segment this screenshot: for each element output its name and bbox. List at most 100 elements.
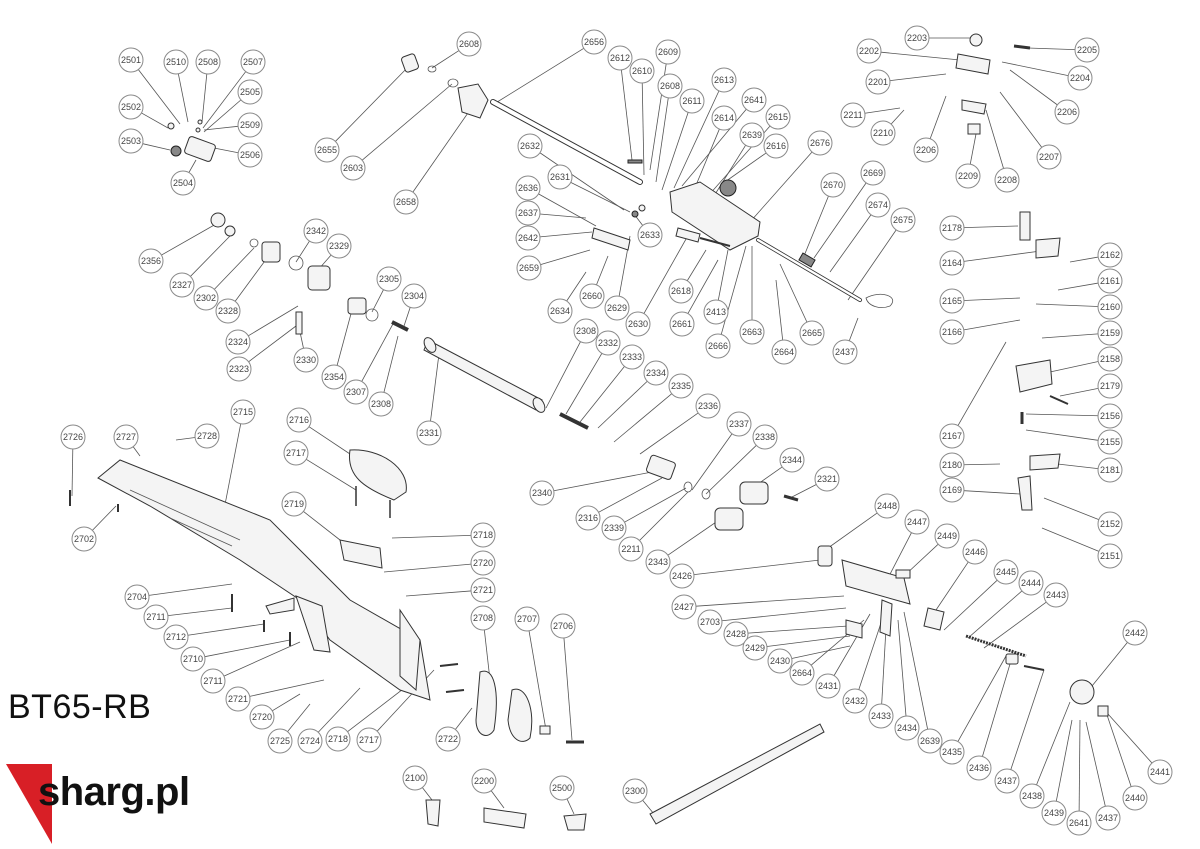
callout-number: 2316 [578,513,598,523]
part-callout: 2717 [283,440,309,466]
callout-circle [237,142,263,168]
part-callout: 2338 [752,424,778,450]
part-callout: 2504 [170,170,196,196]
leader-line [545,341,581,409]
leader-line [161,223,217,256]
butt-pad-parts [439,663,584,744]
part-callout: 2633 [637,222,663,248]
leader-line [1049,361,1099,373]
leader-line [1027,47,1076,50]
callout-circle [705,333,731,359]
muzzle-parts [401,53,489,119]
callout-number: 2152 [1100,519,1120,529]
callout-circle [814,466,840,492]
callout-number: 2156 [1100,411,1120,421]
leader-line [1025,429,1099,441]
callout-number: 2167 [942,431,962,441]
part-callout: 2210 [870,120,896,146]
leader-line [1025,413,1099,417]
callout-number: 2178 [942,223,962,233]
callout-number: 2354 [324,372,344,382]
callout-circle [515,175,541,201]
callout-circle [607,45,633,71]
callout-number: 2501 [121,55,141,65]
leader-line [493,47,585,105]
callout-number: 2721 [473,585,493,595]
leader-line [403,307,411,327]
part-callout: 2639 [739,122,765,148]
callout-circle [1097,242,1123,268]
callout-circle [170,170,196,196]
callout-circle [703,299,729,325]
callout-circle [842,688,868,714]
callout-circle [143,604,169,630]
callout-number: 2639 [742,130,762,140]
callout-number: 2100 [405,773,425,783]
callout-number: 2333 [622,352,642,362]
part-callout: 2436 [966,755,992,781]
callout-number: 2720 [473,558,493,568]
receiver-2676 [669,179,893,308]
part-callout: 2710 [180,646,206,672]
callout-number: 2164 [942,258,962,268]
bolt-parts [591,159,731,251]
callout-number: 2162 [1100,250,1120,260]
part-callout: 2437 [832,339,858,365]
callout-number: 2674 [868,200,888,210]
part-callout: 2712 [163,624,189,650]
callout-circle [771,339,797,365]
callout-circle [779,447,805,473]
part-callout: 2636 [515,175,541,201]
callout-number: 2707 [517,614,537,624]
callout-number: 2704 [127,592,147,602]
callout-number: 2618 [671,286,691,296]
part-callout: 2342 [303,218,329,244]
callout-circle [763,133,789,159]
leader-line [1035,303,1099,307]
callout-circle [1036,144,1062,170]
callout-number: 2342 [306,226,326,236]
callout-circle [401,283,427,309]
callout-circle [860,160,886,186]
callout-number: 2615 [768,112,788,122]
part-callout: 2203 [904,25,930,51]
part-callout: 2506 [237,142,263,168]
callout-number: 2426 [672,571,692,581]
part-callout: 2165 [939,288,965,314]
callout-circle [874,493,900,519]
callout-number: 2608 [459,39,479,49]
callout-number: 2725 [270,736,290,746]
callout-number: 2664 [792,668,812,678]
callout-circle [118,128,144,154]
part-callout: 2430 [767,648,793,674]
part-callout: 2201 [865,69,891,95]
leader-line [621,69,633,161]
callout-circle [595,330,621,356]
part-callout: 2200 [471,768,497,794]
callout-circle [283,440,309,466]
part-callout: 2674 [865,192,891,218]
part-callout: 2500 [549,775,575,801]
leader-line [693,128,720,191]
part-callout: 2181 [1097,457,1123,483]
callout-number: 2702 [74,534,94,544]
leader-line [721,607,847,622]
callout-circle [868,703,894,729]
callout-circle [180,646,206,672]
callout-circle [939,250,965,276]
leader-line [579,366,625,423]
callout-number: 2642 [518,233,538,243]
callout-number: 2665 [802,328,822,338]
part-callout: 2502 [118,94,144,120]
leader-line [667,517,723,556]
callout-number: 2431 [818,681,838,691]
callout-circle [625,311,651,337]
part-callout: 2656 [581,29,607,55]
callout-circle [939,215,965,241]
callout-circle [529,480,555,506]
callout-number: 2336 [698,401,718,411]
callout-number: 2356 [141,256,161,266]
part-callout: 2426 [669,563,695,589]
leader-line [412,109,471,193]
callout-circle [1066,810,1092,836]
